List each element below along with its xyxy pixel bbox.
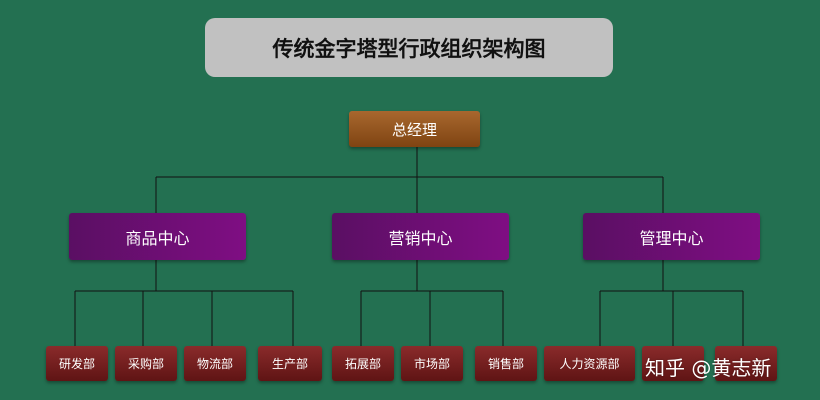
node-management-center: 管理中心	[583, 213, 760, 260]
node-dept-management-3	[715, 346, 777, 381]
node-marketing-center: 营销中心	[332, 213, 509, 260]
node-general-manager: 总经理	[349, 111, 480, 147]
node-goods-center: 商品中心	[69, 213, 246, 260]
diagram-title: 传统金字塔型行政组织架构图	[205, 18, 613, 77]
node-dept-production: 生产部	[258, 346, 322, 381]
node-dept-market: 市场部	[401, 346, 463, 381]
node-dept-purchasing: 采购部	[115, 346, 177, 381]
node-dept-expansion: 拓展部	[332, 346, 394, 381]
node-dept-rd: 研发部	[46, 346, 108, 381]
watermark: 知乎 @黄志新	[645, 356, 772, 380]
node-dept-logistics: 物流部	[184, 346, 246, 381]
node-dept-sales: 销售部	[475, 346, 537, 381]
node-dept-hr: 人力资源部	[544, 346, 635, 381]
node-dept-management-2	[642, 346, 704, 381]
